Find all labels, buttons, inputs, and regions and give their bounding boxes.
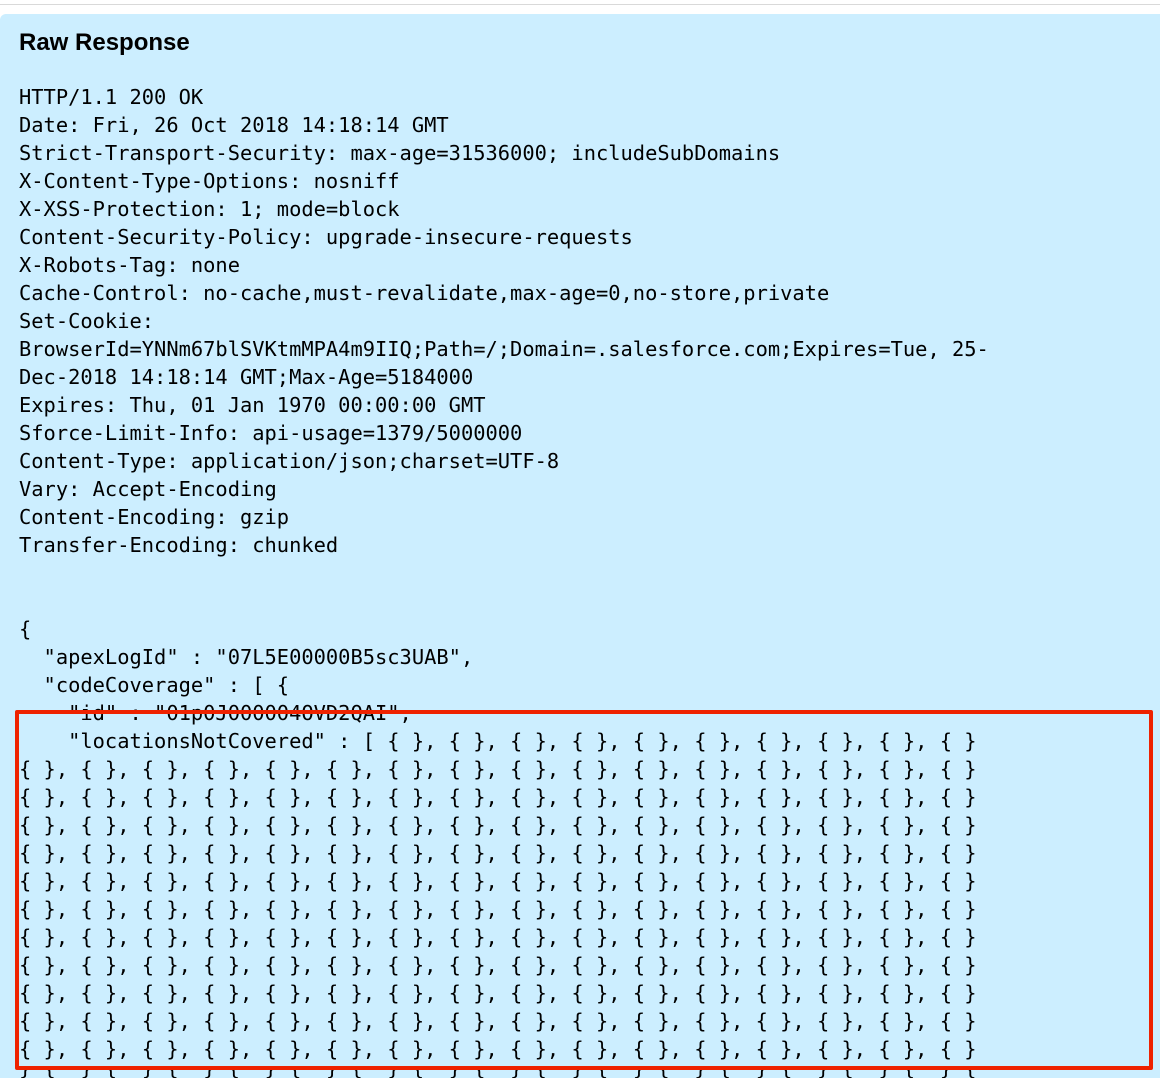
json-line: { }, { }, { }, { }, { }, { }, { }, { }, … xyxy=(19,841,977,865)
top-divider xyxy=(0,0,1160,5)
header-line: Set-Cookie: xyxy=(19,309,155,333)
raw-response-panel: Raw Response HTTP/1.1 200 OK Date: Fri, … xyxy=(0,14,1160,1078)
header-line: Content-Encoding: gzip xyxy=(19,505,290,529)
json-line: { }, { }, { }, { }, { }, { }, { }, { }, … xyxy=(19,1037,977,1061)
json-line: { }, { }, { }, { }, { }, { }, { }, { }, … xyxy=(19,897,977,921)
header-line: Sforce-Limit-Info: api-usage=1379/500000… xyxy=(19,421,523,445)
header-line: Strict-Transport-Security: max-age=31536… xyxy=(19,141,781,165)
header-line: Date: Fri, 26 Oct 2018 14:18:14 GMT xyxy=(19,113,449,137)
header-line: Content-Type: application/json;charset=U… xyxy=(19,449,560,473)
json-line: "apexLogId" : "07L5E00000B5sc3UAB", xyxy=(19,645,474,669)
json-line: { xyxy=(19,617,32,641)
header-line: Vary: Accept-Encoding xyxy=(19,477,277,501)
json-line: { }, { }, { }, { }, { }, { }, { }, { }, … xyxy=(19,785,977,809)
json-line: { }, { }, { }, { }, { }, { }, { }, { }, … xyxy=(19,1009,977,1033)
json-line: { }, { }, { }, { }, { }, { }, { }, { }, … xyxy=(19,757,977,781)
json-line: { }, { }, { }, { }, { }, { }, { }, { }, … xyxy=(19,925,977,949)
json-line: "codeCoverage" : [ { xyxy=(19,673,290,697)
header-line: Cache-Control: no-cache,must-revalidate,… xyxy=(19,281,830,305)
json-line: { }, { }, { }, { }, { }, { }, { }, { }, … xyxy=(19,869,977,893)
header-line: X-Content-Type-Options: nosniff xyxy=(19,169,400,193)
header-line: Expires: Thu, 01 Jan 1970 00:00:00 GMT xyxy=(19,393,486,417)
json-line: { }, { }, { }, { }, { }, { }, { }, { }, … xyxy=(19,813,977,837)
header-line: Content-Security-Policy: upgrade-insecur… xyxy=(19,225,633,249)
header-line: X-Robots-Tag: none xyxy=(19,253,240,277)
header-line: Transfer-Encoding: chunked xyxy=(19,533,339,557)
panel-title: Raw Response xyxy=(19,29,190,56)
json-line: "locationsNotCovered" : [ { }, { }, { },… xyxy=(19,729,977,753)
json-line: { }, { }, { }, { }, { }, { }, { }, { }, … xyxy=(19,1065,977,1078)
json-line: { }, { }, { }, { }, { }, { }, { }, { }, … xyxy=(19,981,977,1005)
json-line: "id" : "01p0J000004OVD2QAI", xyxy=(19,701,412,725)
header-line: X-XSS-Protection: 1; mode=block xyxy=(19,197,400,221)
raw-response-text: HTTP/1.1 200 OK Date: Fri, 26 Oct 2018 1… xyxy=(19,83,989,1078)
header-line: BrowserId=YNNm67blSVKtmMPA4m9IIQ;Path=/;… xyxy=(19,337,989,361)
header-line: HTTP/1.1 200 OK xyxy=(19,85,204,109)
header-line: Dec-2018 14:18:14 GMT;Max-Age=5184000 xyxy=(19,365,474,389)
json-line: { }, { }, { }, { }, { }, { }, { }, { }, … xyxy=(19,953,977,977)
